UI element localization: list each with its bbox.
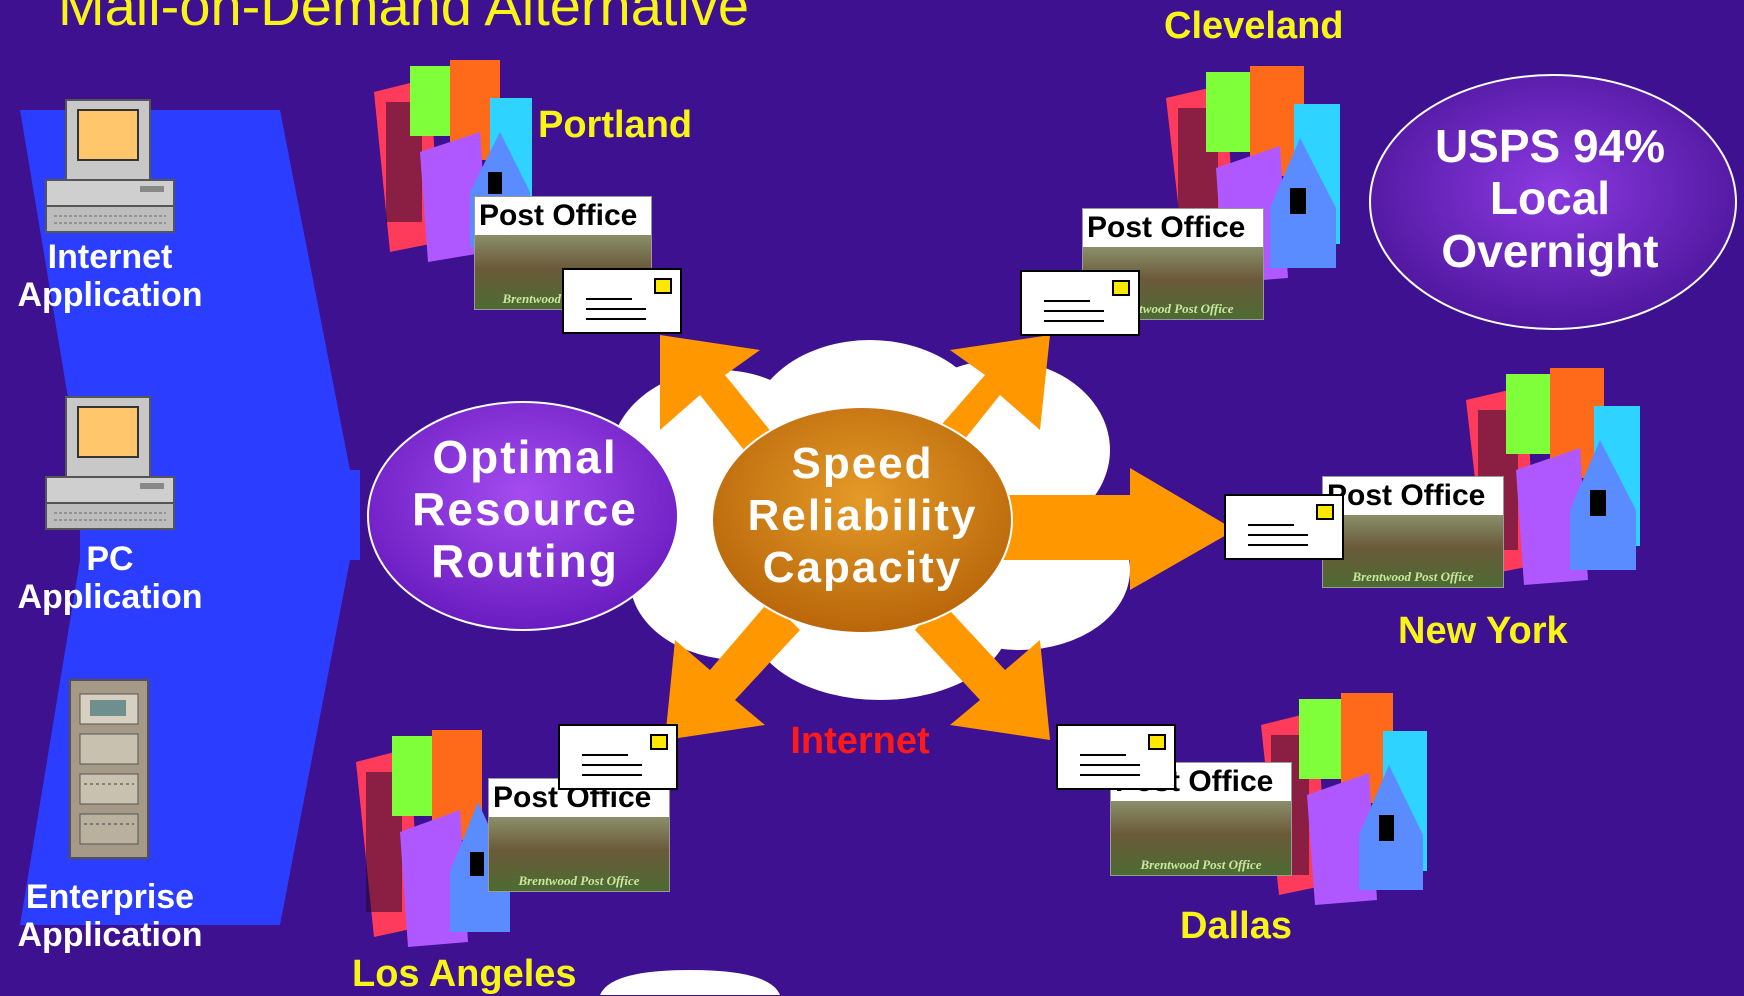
partial-bottom-shape (600, 970, 780, 995)
usps-callout-ellipse (1369, 74, 1737, 330)
envelope-icon (1224, 494, 1344, 560)
envelope-icon (558, 724, 678, 790)
city-cleveland-label: Cleveland (1164, 5, 1344, 47)
post-office-caption: Brentwood Post Office (518, 873, 640, 888)
envelope-icon (1020, 270, 1140, 336)
city-buildings-icon (356, 730, 510, 947)
post-office-label: Post Office (1327, 479, 1486, 512)
internet-label: Internet (790, 720, 930, 762)
arrow-to-portland (660, 335, 790, 470)
post-office-label: Post Office (1087, 211, 1246, 244)
envelope-icon (562, 268, 682, 334)
city-los-angeles-label: Los Angeles (352, 953, 577, 995)
post-office-caption: Brentwood Post Office (1112, 301, 1234, 316)
computer-icon (45, 99, 175, 233)
computer-icon (45, 396, 175, 530)
post-office-label: Post Office (479, 199, 638, 232)
routing-ellipse (367, 401, 679, 631)
source-pc-label: PC Application (17, 540, 203, 617)
city-dallas-label: Dallas (1180, 905, 1292, 947)
arrow-to-dallas (915, 600, 1050, 740)
envelope-icon (1056, 724, 1176, 790)
arrow-to-new-york (990, 468, 1235, 590)
core-label: Speed Reliability Capacity (747, 439, 978, 592)
source-enterprise-label: Enterprise Application (17, 878, 203, 955)
city-portland-label: Portland (538, 104, 693, 146)
source-internet-label: Internet Application (17, 238, 203, 315)
core-ellipse (711, 406, 1013, 634)
arrow-to-los-angeles (665, 600, 800, 740)
post-office-caption: Brentwood Post Office (1140, 857, 1262, 872)
post-office-caption: Brentwood Post Office (1352, 569, 1474, 584)
usps-callout-label: USPS 94% Local Overnight (1434, 120, 1666, 277)
city-new-york-label: New York (1398, 610, 1568, 652)
server-rack-icon (69, 679, 149, 859)
slide-title: Mail-on-Demand Alternative (58, 0, 749, 37)
post-office-photo: Post Office Brentwood Post Office (1322, 476, 1504, 588)
routing-label: Optimal Resource Routing (412, 431, 638, 587)
post-office-photo: Post Office Brentwood Post Office (488, 778, 670, 892)
